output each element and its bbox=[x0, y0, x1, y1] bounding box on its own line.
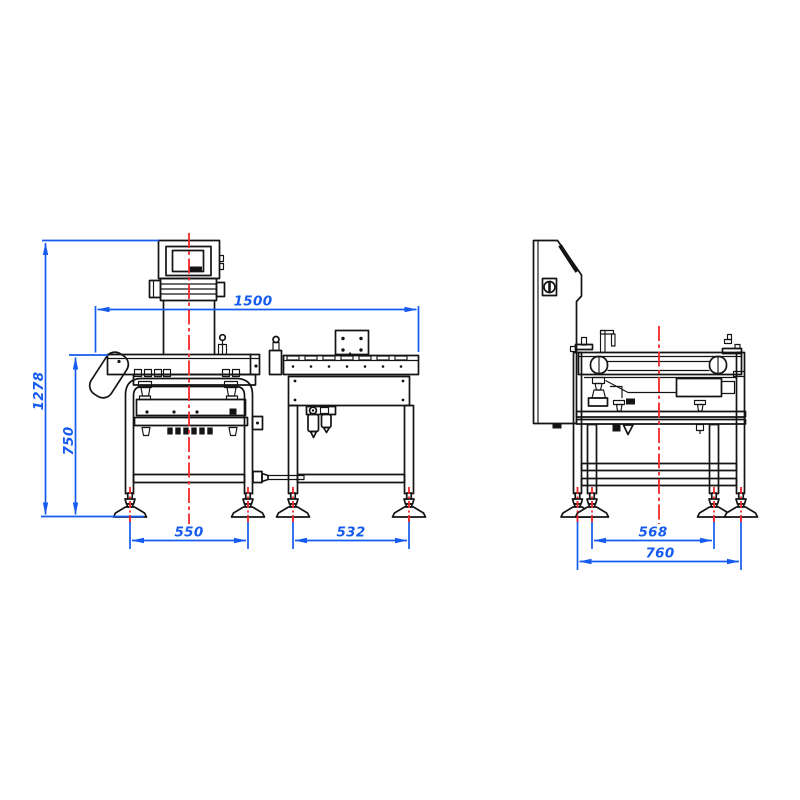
dim-overall-length: 1500 bbox=[94, 294, 420, 353]
dim-label-568: 568 bbox=[638, 525, 667, 541]
dim-label-1500: 1500 bbox=[234, 294, 273, 310]
side-view bbox=[532, 239, 759, 518]
mounting-plate bbox=[334, 329, 370, 356]
table-leg bbox=[287, 404, 299, 495]
power-switch bbox=[541, 277, 558, 297]
table-crossbar bbox=[296, 473, 406, 484]
dim-reject-foot-span: 532 bbox=[292, 518, 410, 549]
connector-rod bbox=[252, 470, 305, 484]
side-leg bbox=[708, 423, 720, 495]
centerlines bbox=[129, 233, 742, 524]
photo-sensor-bracket bbox=[268, 335, 283, 376]
reject-conveyor-table bbox=[282, 329, 420, 495]
control-cabinet bbox=[532, 239, 583, 429]
cable-gland bbox=[228, 426, 238, 437]
load-cell-mount bbox=[587, 397, 609, 407]
dim-label-532: 532 bbox=[336, 525, 365, 541]
support-column bbox=[162, 299, 228, 356]
base-rail bbox=[575, 410, 747, 418]
roller bbox=[708, 355, 728, 375]
dim-overall-depth: 760 bbox=[576, 518, 742, 570]
dim-label-1278: 1278 bbox=[31, 372, 47, 411]
display-head-unit bbox=[148, 239, 226, 302]
junction-box bbox=[251, 415, 264, 431]
drive-box bbox=[675, 377, 723, 398]
dimensions: 1278 750 1500 550 532 bbox=[31, 239, 742, 570]
air-filter-regulator bbox=[305, 405, 337, 439]
table-panel bbox=[287, 375, 411, 407]
head-side-tab bbox=[218, 262, 225, 271]
side-leg bbox=[586, 423, 598, 495]
belt-clamp bbox=[721, 347, 743, 355]
dim-inner-foot-span: 568 bbox=[591, 518, 715, 549]
roller bbox=[589, 355, 609, 375]
cable-gland bbox=[141, 426, 151, 437]
dim-label-750: 750 bbox=[61, 426, 77, 455]
weigh-platform bbox=[133, 380, 249, 437]
guide-rod bbox=[599, 329, 606, 354]
dim-overall-height: 1278 bbox=[31, 239, 159, 518]
dim-label-760: 760 bbox=[645, 546, 674, 562]
dim-weigher-foot-span: 550 bbox=[129, 518, 249, 549]
table-leg bbox=[403, 404, 415, 495]
flange-knob-left bbox=[148, 279, 162, 299]
dim-belt-height: 750 bbox=[61, 354, 108, 515]
flange-knob-right bbox=[215, 281, 226, 298]
side-internals bbox=[584, 376, 736, 436]
front-view bbox=[88, 239, 427, 518]
head-side-tab bbox=[218, 254, 225, 263]
conveyor-side-profile bbox=[569, 329, 743, 376]
dim-label-550: 550 bbox=[174, 525, 203, 541]
base-rail bbox=[575, 418, 747, 425]
reject-belt bbox=[282, 354, 420, 376]
sensor-knob bbox=[218, 333, 227, 342]
weigh-belt-conveyor bbox=[106, 353, 261, 386]
